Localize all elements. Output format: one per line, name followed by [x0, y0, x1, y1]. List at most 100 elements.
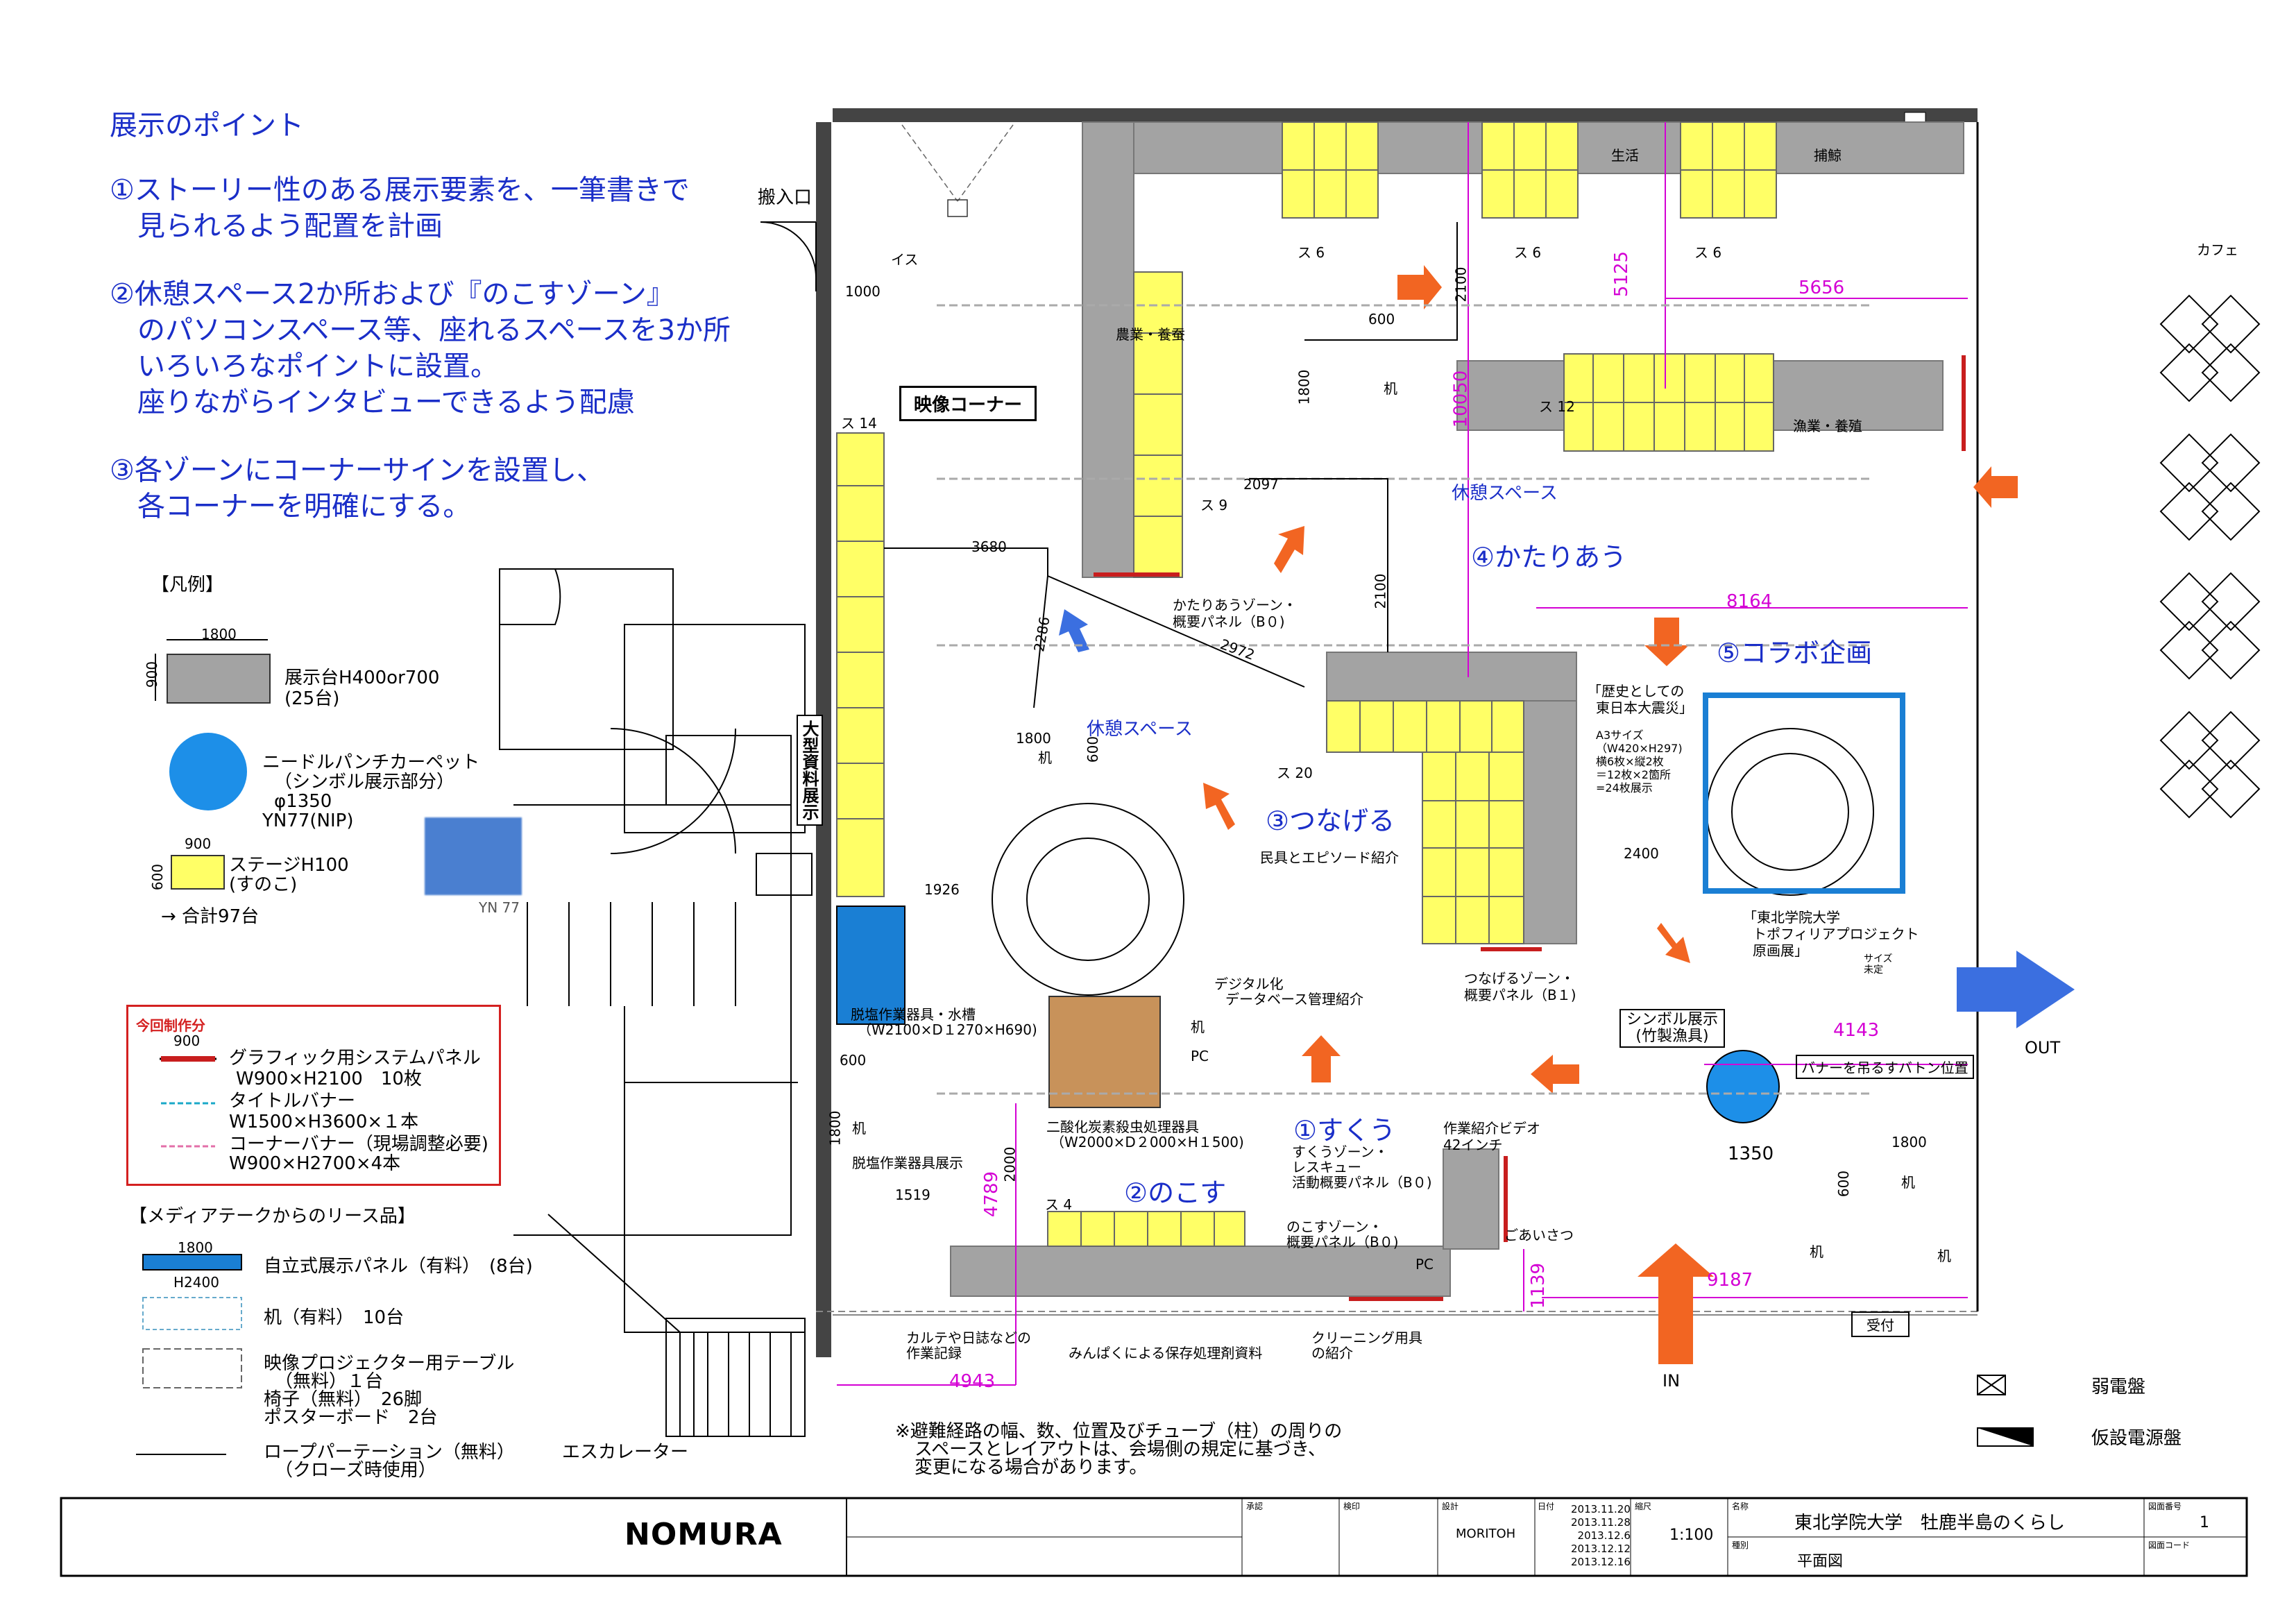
size-note: サイズ 未定	[1864, 953, 1893, 976]
datsuen-ex: 脱塩作業器具展示	[852, 1155, 963, 1171]
tb-dates: 2013.11.20 2013.11.28 2013.12.6 2013.12.…	[1571, 1503, 1631, 1569]
kataru-panel-1: かたりあうゾーン・	[1173, 597, 1297, 613]
dim-8164: 8164	[1726, 591, 1773, 612]
su6-b: ス 6	[1514, 244, 1542, 261]
tb-h-kakunin: 承認	[1246, 1502, 1264, 1511]
su6-a: ス 6	[1298, 244, 1325, 261]
jakudenban-label: 弱電盤	[2091, 1377, 2146, 1397]
new-item-banner-1: タイトルバナー	[229, 1091, 356, 1112]
legend-total: → 合計97台	[161, 906, 260, 927]
dim-5125: 5125	[1611, 250, 1633, 298]
service-door	[760, 221, 817, 291]
tohoku-1: 「東北学院大学	[1743, 909, 1840, 926]
lease-proj-1: 映像プロジェクター用テーブル	[264, 1353, 515, 1374]
point-line-3: ②休憩スペース2か所および『のこすゾーン』	[110, 278, 674, 310]
legend-carpet-2: （シンボル展示部分）	[274, 772, 455, 792]
datsuen-2: （W2100×D１270×H690)	[858, 1021, 1037, 1038]
minna-label: みんぱくによる保存処理剤資料	[1069, 1345, 1263, 1361]
tb-date-3: 2013.12.12	[1571, 1543, 1631, 1555]
seikatsu-label: 生活	[1611, 147, 1639, 164]
kataru-panel-2: 概要パネル（B０)	[1173, 613, 1285, 630]
uketsuke-label: 受付	[1851, 1311, 1910, 1337]
desk-label-g: 机	[1384, 380, 1397, 397]
tohoku-2: トポフィリアプロジェクト	[1753, 926, 1919, 942]
dim-600-a: 600	[1368, 311, 1395, 328]
tb-h-code: 図面コード	[2148, 1540, 2191, 1550]
dim-1000: 1000	[845, 283, 881, 300]
sukuu-panel-1: すくうゾーン・	[1292, 1144, 1388, 1160]
legend-carpet-4: YN77(NIP)	[262, 810, 354, 831]
gyogyo-label: 漁業・養殖	[1793, 418, 1862, 434]
dim-1800-a: 1800	[1295, 369, 1313, 405]
tb-date-4: 2013.12.16	[1571, 1556, 1631, 1568]
co2-2: （W2000×D２000×H１500)	[1051, 1134, 1244, 1150]
dim-600-c: 600	[840, 1052, 867, 1069]
dim-4943: 4943	[949, 1371, 996, 1392]
tb-project: 東北学院大学 牡鹿半島のくらし	[1794, 1513, 2066, 1533]
symbol-carpet	[1706, 1050, 1780, 1123]
sukuu-panel-3: 活動概要パネル（B０)	[1292, 1174, 1432, 1191]
chair-label: イス	[891, 251, 919, 268]
tb-h-date: 日付	[1538, 1502, 1555, 1511]
dim-2100-a: 2100	[1452, 266, 1470, 303]
hanyu-label: 搬入口	[758, 187, 813, 208]
zone-5-collab: ⑤コラボ企画	[1717, 638, 1873, 668]
su6-c: ス 6	[1694, 244, 1722, 261]
out-label: OUT	[2025, 1038, 2061, 1057]
in-label: IN	[1663, 1371, 1681, 1391]
oogata-label: 大型資料展示	[797, 715, 823, 826]
karute-2: 作業記録	[906, 1345, 962, 1361]
datsuen-1: 脱塩作業器具・水槽	[851, 1006, 976, 1023]
dimension-lines	[837, 122, 1968, 1386]
dim-10050: 10050	[1450, 370, 1472, 428]
a3-1: A3サイズ	[1596, 729, 1644, 742]
nokosu-panel-1: のこすゾーン・	[1286, 1218, 1383, 1235]
digital-1: デジタル化	[1214, 976, 1284, 992]
escalator-label: エスカレーター	[562, 1442, 689, 1463]
projector-cone	[901, 124, 1014, 217]
cleaning-1: クリーニング用具	[1311, 1329, 1422, 1346]
points-title: 展示のポイント	[110, 110, 304, 142]
co2-1: 二酸化炭素殺虫処理器具	[1046, 1119, 1199, 1135]
su12: ス 12	[1539, 398, 1575, 415]
co2-equipment	[1048, 996, 1161, 1108]
datsuen-tank	[836, 906, 905, 1025]
lease-rope-2: （クローズ時使用）	[275, 1460, 436, 1481]
cleaning-2: の紹介	[1311, 1345, 1353, 1361]
dim-4789: 4789	[981, 1171, 1003, 1218]
dim-1519: 1519	[895, 1187, 930, 1203]
legend-title: 【凡例】	[151, 575, 224, 595]
lease-panel: 自立式展示パネル（有料） (8台)	[264, 1256, 533, 1277]
cafe-tables	[2159, 294, 2261, 819]
tsunageru-panel-1: つなげるゾーン・	[1464, 970, 1574, 987]
yellow-stages	[836, 121, 1777, 1247]
lease-dim-h: H2400	[173, 1274, 219, 1291]
rekishi-1: 「歴史としての	[1588, 683, 1685, 699]
point-line-5: いろいろなポイントに設置。	[137, 350, 498, 382]
su9: ス 9	[1200, 497, 1228, 513]
dim-9187: 9187	[1707, 1270, 1753, 1291]
point-line-6: 座りながらインタビューできるよう配慮	[137, 386, 635, 418]
symbol-1: シンボル展示	[1626, 1011, 1719, 1028]
tb-designer: MORITOH	[1456, 1527, 1516, 1541]
legend-stage-swatch	[171, 855, 225, 890]
new-item-corner-2: W900×H2700×4本	[229, 1153, 401, 1174]
lease-proj-4: ポスターボード 2台	[264, 1407, 438, 1428]
rope-lines	[884, 222, 1458, 708]
tohoku-3: 原画展」	[1753, 942, 1808, 959]
blue-arrows	[1059, 609, 2075, 1028]
eizo-corner-label: 映像コーナー	[899, 386, 1037, 421]
dim-2097: 2097	[1243, 476, 1279, 493]
legend-stage-1: ステージH100	[229, 855, 349, 876]
mingu-label: 民具とエピソード紹介	[1260, 849, 1399, 866]
round-tables	[992, 728, 1874, 996]
carpet-sample-label: YN 77	[479, 899, 520, 916]
jakudenban-icon-x2	[1977, 1375, 2006, 1395]
desk-label-e: 机	[1810, 1243, 1823, 1260]
tb-date-1: 2013.11.28	[1571, 1516, 1631, 1529]
tb-h-scale: 縮尺	[1635, 1502, 1652, 1511]
video-2: 42インチ	[1443, 1137, 1503, 1153]
note-1: ※避難経路の幅、数、位置及びチューブ（柱）の周りの	[895, 1421, 1343, 1442]
new-items-box	[126, 1005, 501, 1186]
